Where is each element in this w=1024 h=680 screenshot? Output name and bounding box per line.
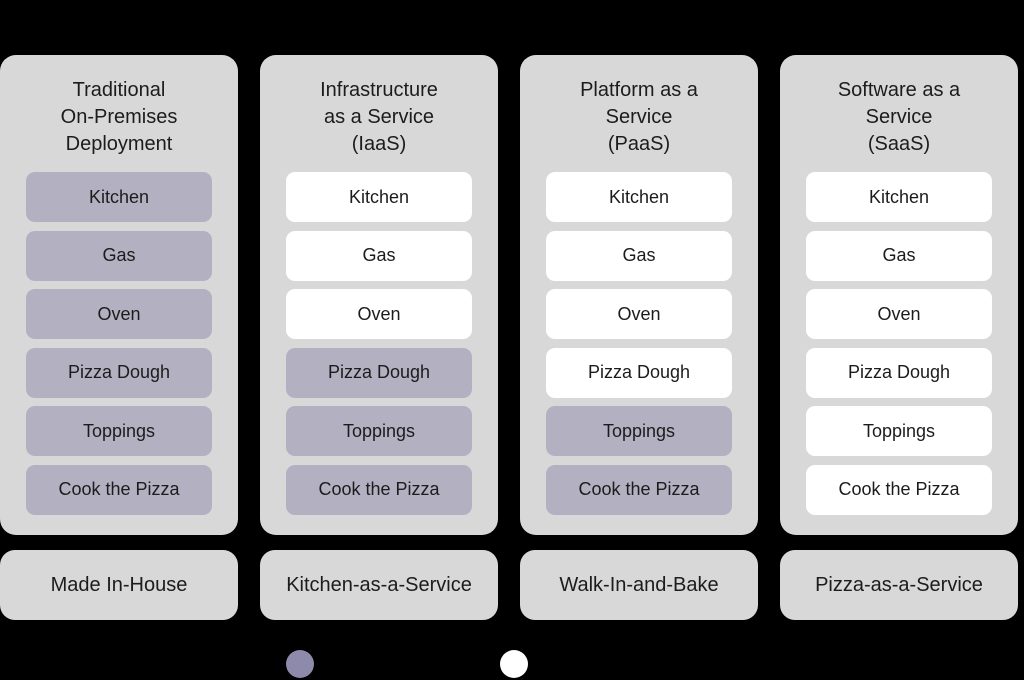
stack-item: Oven xyxy=(806,289,992,340)
stack-item-label: Gas xyxy=(102,245,136,266)
service-column-4: Software as a Service (SaaS) Kitchen Gas… xyxy=(780,55,1018,535)
stack-item-label: Toppings xyxy=(342,420,416,441)
stack-item: Toppings xyxy=(26,406,212,457)
stack-item-label: Cook the Pizza xyxy=(318,479,440,500)
stack-item: Oven xyxy=(546,289,732,340)
column-footer-label: Walk-In-and-Bake xyxy=(559,573,719,596)
service-column-3: Platform as a Service (PaaS) Kitchen Gas… xyxy=(520,55,758,535)
stack-item: Kitchen xyxy=(806,172,992,222)
stack-item-label: Pizza Dough xyxy=(327,362,431,383)
service-footers-row: Made In-House Kitchen-as-a-Service Walk-… xyxy=(0,550,1018,620)
stack-item: Pizza Dough xyxy=(806,347,992,398)
stack-item-label: Kitchen xyxy=(88,186,150,207)
column-footer-1: Made In-House xyxy=(0,550,238,620)
stack-item-label: Cook the Pizza xyxy=(578,479,700,500)
stack-item-label: Toppings xyxy=(82,420,156,441)
stack-item-label: Kitchen xyxy=(608,186,670,207)
service-column-2: Infrastructure as a Service (IaaS) Kitch… xyxy=(260,55,498,535)
stack-item-label: Cook the Pizza xyxy=(838,479,960,500)
stack-item-label: Pizza Dough xyxy=(67,362,171,383)
stack-item: Toppings xyxy=(806,406,992,457)
stack-items: Kitchen Gas Oven Pizza Dough Toppings Co… xyxy=(26,172,212,515)
stack-item: Cook the Pizza xyxy=(546,464,732,515)
service-column-1: Traditional On-Premises Deployment Kitch… xyxy=(0,55,238,535)
stack-item: Pizza Dough xyxy=(286,347,472,398)
column-title: Software as a Service (SaaS) xyxy=(837,79,961,155)
column-title: Infrastructure as a Service (IaaS) xyxy=(320,79,438,155)
column-title: Platform as a Service (PaaS) xyxy=(580,79,698,155)
stack-item-label: Oven xyxy=(357,303,401,324)
stack-item-label: Kitchen xyxy=(868,186,930,207)
stack-item-label: Toppings xyxy=(602,420,676,441)
stack-item-label: Toppings xyxy=(862,420,936,441)
stack-item-label: Oven xyxy=(97,303,141,324)
column-footer-label: Made In-House xyxy=(50,573,188,596)
stack-item-label: Gas xyxy=(362,245,396,266)
stack-item: Gas xyxy=(806,230,992,281)
stack-item-label: Cook the Pizza xyxy=(58,479,180,500)
stack-item: Kitchen xyxy=(26,172,212,222)
legend-provider-dot xyxy=(500,650,528,678)
column-footer-label: Pizza-as-a-Service xyxy=(815,573,983,596)
stack-item: Cook the Pizza xyxy=(806,464,992,515)
stack-item-label: Oven xyxy=(617,303,661,324)
column-footer-label: Kitchen-as-a-Service xyxy=(286,573,472,596)
stack-item-label: Oven xyxy=(877,303,921,324)
service-columns-row: Traditional On-Premises Deployment Kitch… xyxy=(0,55,1018,535)
stack-item: Toppings xyxy=(286,406,472,457)
stack-items: Kitchen Gas Oven Pizza Dough Toppings Co… xyxy=(546,172,732,515)
stack-items: Kitchen Gas Oven Pizza Dough Toppings Co… xyxy=(286,172,472,515)
stack-item-label: Pizza Dough xyxy=(587,362,691,383)
stack-item: Gas xyxy=(286,230,472,281)
stack-item: Kitchen xyxy=(286,172,472,222)
stack-item: Pizza Dough xyxy=(546,347,732,398)
column-title: Traditional On-Premises Deployment xyxy=(60,79,178,155)
stack-item: Oven xyxy=(286,289,472,340)
stack-item-label: Pizza Dough xyxy=(847,362,951,383)
column-footer-4: Pizza-as-a-Service xyxy=(780,550,1018,620)
column-footer-3: Walk-In-and-Bake xyxy=(520,550,758,620)
legend-managed-dot xyxy=(286,650,314,678)
stack-item: Gas xyxy=(546,230,732,281)
stack-item-label: Gas xyxy=(622,245,656,266)
stack-item: Cook the Pizza xyxy=(286,464,472,515)
stack-item: Kitchen xyxy=(546,172,732,222)
stack-item-label: Gas xyxy=(882,245,916,266)
column-footer-2: Kitchen-as-a-Service xyxy=(260,550,498,620)
stack-items: Kitchen Gas Oven Pizza Dough Toppings Co… xyxy=(806,172,992,515)
stack-item: Oven xyxy=(26,289,212,340)
stack-item-label: Kitchen xyxy=(348,186,410,207)
stack-item: Pizza Dough xyxy=(26,347,212,398)
stack-item: Cook the Pizza xyxy=(26,464,212,515)
stack-item: Gas xyxy=(26,230,212,281)
stack-item: Toppings xyxy=(546,406,732,457)
